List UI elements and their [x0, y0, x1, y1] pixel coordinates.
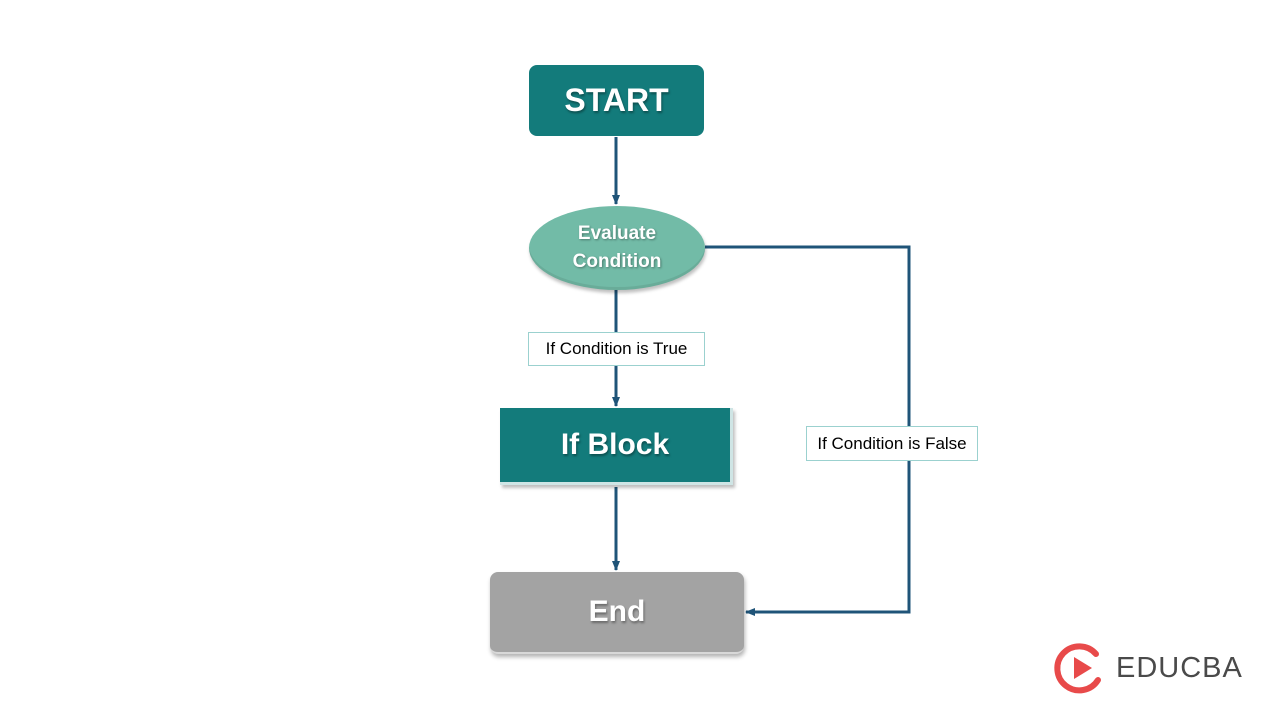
- if-block-label: If Block: [560, 428, 670, 461]
- educba-wordmark: EDUCBA: [1116, 651, 1243, 684]
- false-branch-text: If Condition is False: [817, 433, 967, 453]
- evaluate-condition-node: Evaluate Condition: [529, 206, 705, 290]
- end-node: End: [490, 572, 744, 654]
- start-node: START: [529, 65, 704, 136]
- true-branch-label: If Condition is True: [528, 332, 705, 366]
- start-label: START: [564, 82, 669, 118]
- educba-logo: EDUCBA: [1052, 640, 1243, 696]
- true-branch-text: If Condition is True: [545, 339, 688, 358]
- evaluate-label-line2: Condition: [572, 251, 662, 272]
- evaluate-label-line1: Evaluate: [577, 223, 657, 244]
- end-label: End: [588, 595, 646, 628]
- if-block-node: If Block: [500, 408, 733, 485]
- false-branch-label: If Condition is False: [806, 426, 978, 461]
- educba-play-logo-icon: [1054, 643, 1101, 694]
